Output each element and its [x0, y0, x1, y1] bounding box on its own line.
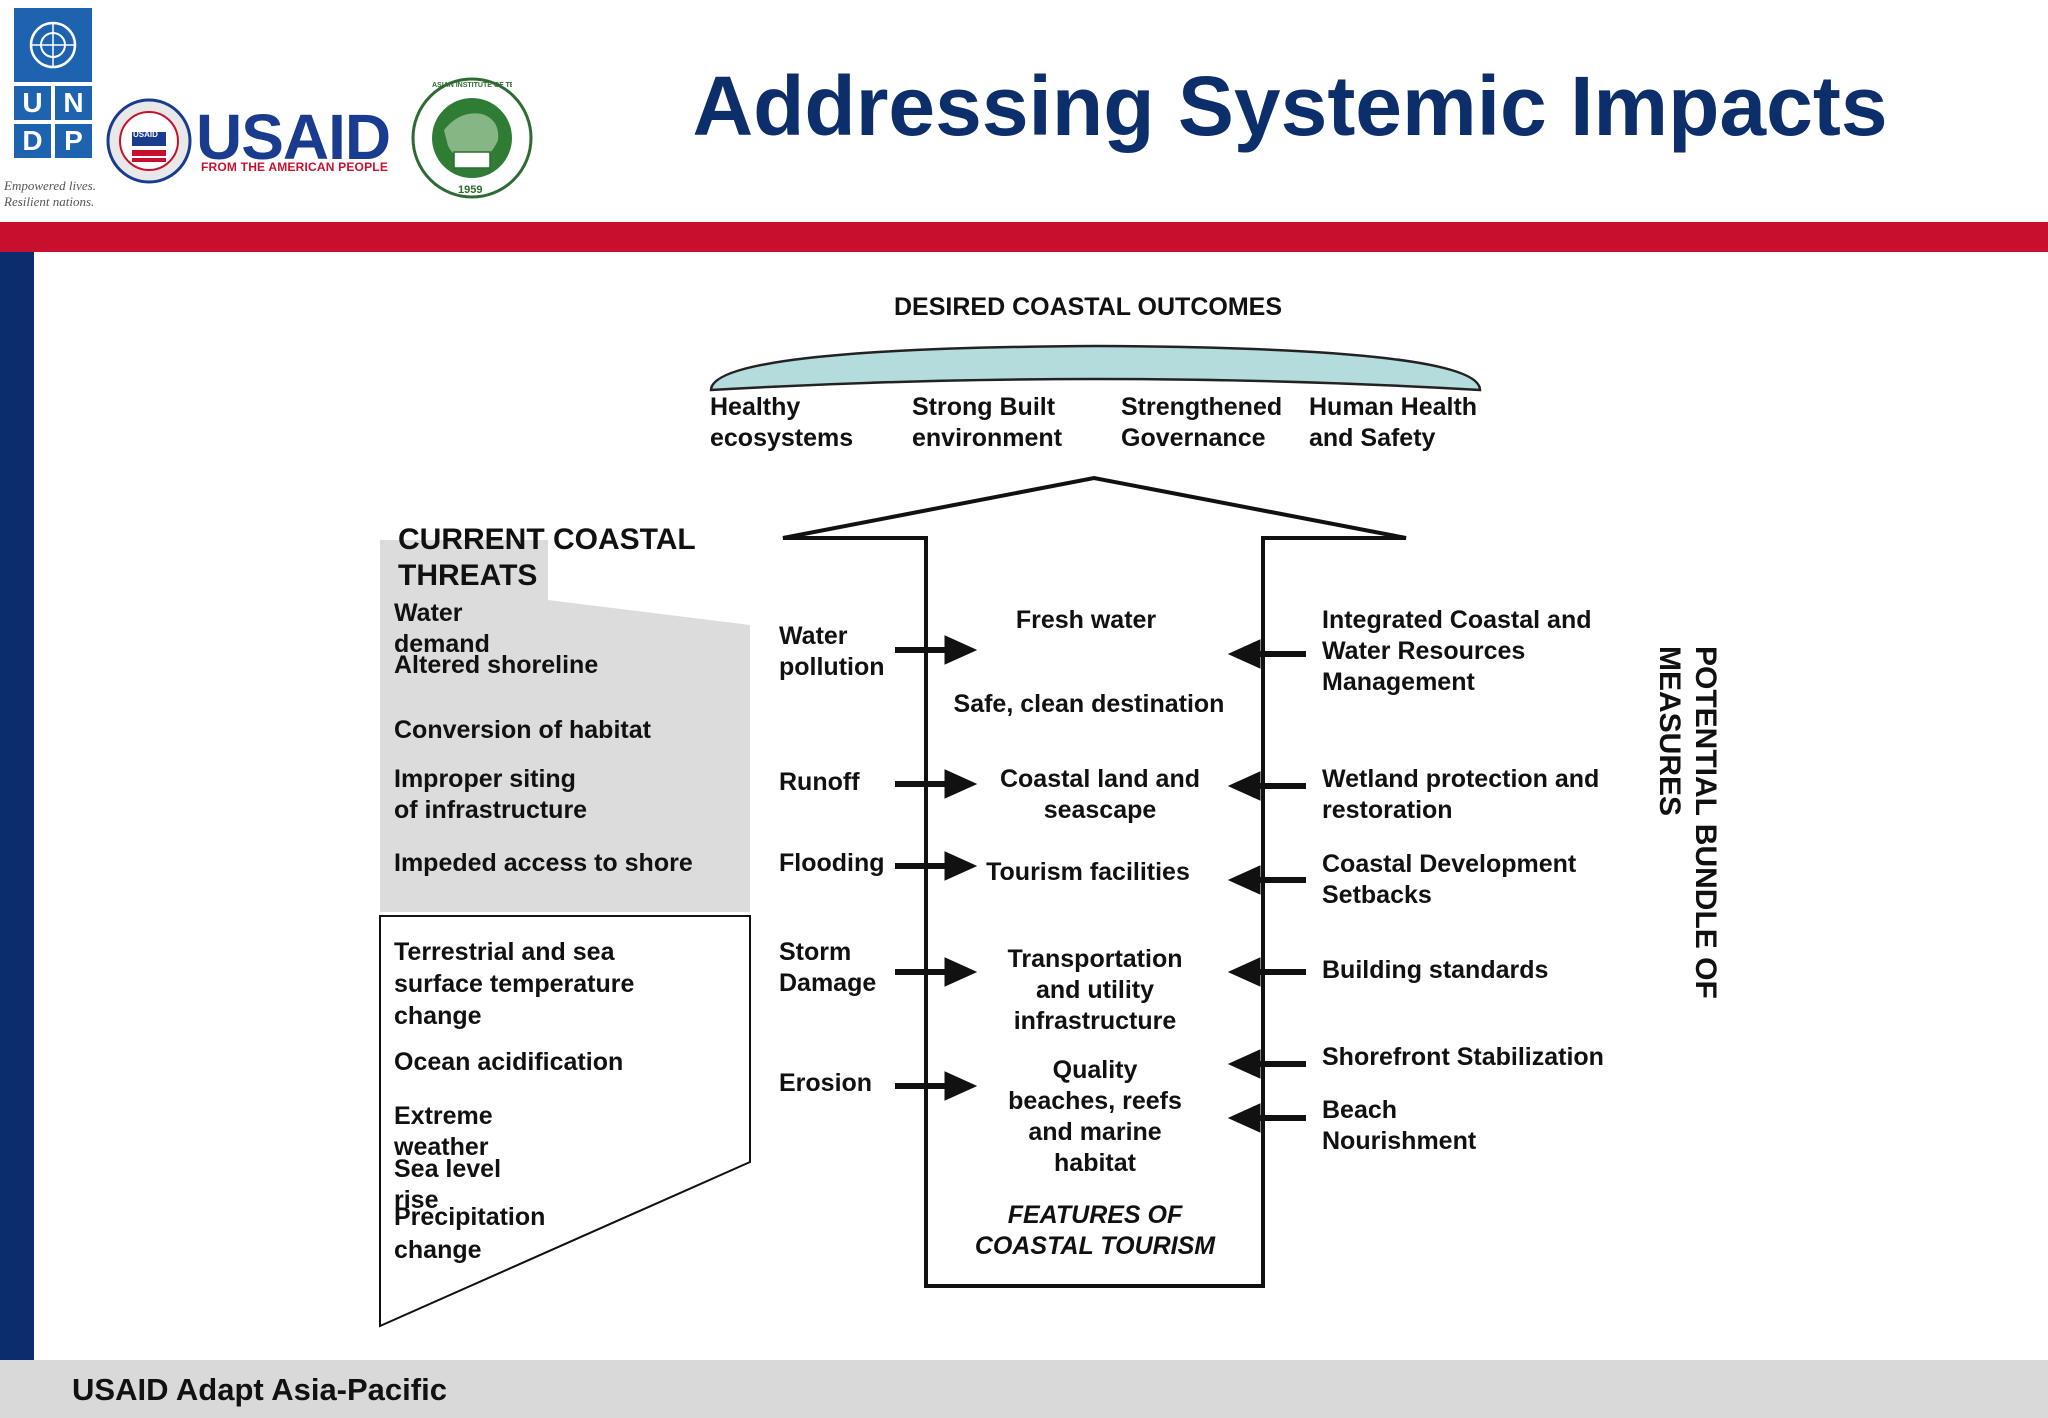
- impact-label: Storm Damage: [779, 938, 877, 997]
- undp-letter: D: [14, 124, 51, 158]
- threat-item: Impeded access to shore: [394, 849, 693, 877]
- future-threat-item: Extreme weather: [394, 1102, 493, 1161]
- future-threat-item: Precipitation change: [394, 1203, 546, 1264]
- measure-item: Shorefront Stabilization: [1322, 1043, 1604, 1071]
- outcome-label: Human Health and Safety: [1309, 393, 1478, 452]
- future-threat-item: Ocean acidification: [394, 1048, 624, 1076]
- undp-letter: N: [55, 86, 92, 120]
- measures-label: POTENTIAL BUNDLE OF MEASURES: [1653, 646, 1722, 999]
- measure-item: Wetland protection and restoration: [1322, 765, 1600, 824]
- usaid-wordmark: USAID: [196, 101, 391, 173]
- future-threat-item: Sea level rise: [394, 1155, 502, 1214]
- undp-tagline: Resilient nations.: [4, 194, 95, 209]
- feature-item: Quality beaches, reefs and marine habita…: [1008, 1056, 1182, 1177]
- threats-heading: CURRENT COASTAL THREATS: [398, 523, 696, 592]
- page-title: Addressing Systemic Impacts: [692, 59, 1888, 153]
- measure-item: Building standards: [1322, 956, 1549, 984]
- feature-item: Coastal land and seascape: [999, 765, 1201, 824]
- usaid-seal-icon: [106, 98, 192, 184]
- ait-year: 1959: [458, 184, 483, 196]
- undp-letter: U: [14, 86, 51, 120]
- outcome-label: Strengthened Governance: [1121, 393, 1283, 452]
- outcomes-umbrella-shape: [709, 344, 1482, 392]
- ait-logo-icon: [410, 74, 534, 202]
- side-accent-bar: [0, 252, 34, 1360]
- impact-label: Water pollution: [779, 622, 885, 681]
- measure-item: Coastal Development Setbacks: [1322, 850, 1577, 909]
- undp-logo: U N D P: [14, 8, 92, 158]
- impact-label: Erosion: [779, 1069, 873, 1097]
- un-emblem-icon: [14, 8, 92, 82]
- header: [0, 0, 2048, 222]
- measure-item: Integrated Coastal and Water Resources M…: [1322, 606, 1592, 696]
- impact-label: Runoff: [779, 768, 860, 796]
- threat-item: Conversion of habitat: [394, 716, 651, 744]
- feature-item: Fresh water: [1015, 606, 1157, 634]
- ait-name: ASIAN INSTITUTE OF TECHNOLOGY: [432, 82, 512, 89]
- footer-label: USAID Adapt Asia-Pacific: [72, 1372, 447, 1407]
- threat-item: Improper siting of infrastructure: [394, 765, 588, 824]
- measures-label-wrap: POTENTIAL BUNDLE OF MEASURES: [1642, 646, 1732, 1075]
- usaid-tagline: FROM THE AMERICAN PEOPLE: [201, 160, 389, 174]
- measure-item: Beach Nourishment: [1322, 1096, 1477, 1155]
- feature-item: Safe, clean destination: [953, 690, 1225, 718]
- threat-item: Water demand: [394, 599, 490, 658]
- undp-tagline: Empowered lives.: [4, 178, 96, 193]
- outcome-label: Healthy ecosystems: [710, 393, 854, 452]
- footer-bar: [0, 1360, 2048, 1418]
- feature-item: Tourism facilities: [986, 858, 1190, 886]
- usaid-seal-label: USAID: [133, 130, 158, 139]
- impact-label: Flooding: [779, 849, 885, 877]
- outcomes-heading: DESIRED COASTAL OUTCOMES: [894, 293, 1282, 321]
- outcome-label: Strong Built environment: [912, 393, 1063, 452]
- header-divider: [0, 222, 2048, 252]
- threat-item: Altered shoreline: [394, 651, 599, 679]
- future-threat-item: Terrestrial and sea surface temperature …: [394, 938, 635, 1030]
- feature-item: Transportation and utility infrastructur…: [1007, 945, 1183, 1035]
- undp-letter: P: [55, 124, 92, 158]
- features-label: FEATURES OF COASTAL TOURISM: [974, 1201, 1216, 1260]
